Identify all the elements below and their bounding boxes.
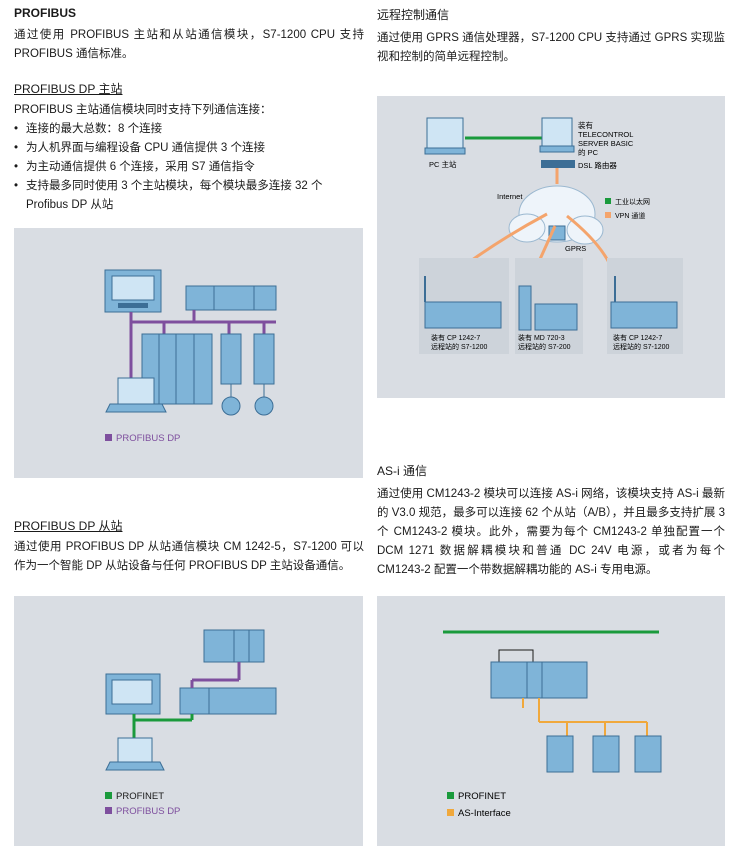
remote-section: 远程控制通信 通过使用 GPRS 通信处理器，S7-1200 CPU 支持通过 … <box>377 6 725 67</box>
remote-text: 通过使用 GPRS 通信处理器，S7-1200 CPU 支持通过 GPRS 实现… <box>377 32 725 63</box>
asi-legend-asi: AS-Interface <box>458 808 511 819</box>
dp-master-legend: PROFIBUS DP <box>116 433 180 444</box>
dp-slave-diagram: PROFINET PROFIBUS DP <box>14 596 363 846</box>
asi-section: AS-i 通信 通过使用 CM1243-2 模块可以连接 AS-i 网络，该模块… <box>377 462 725 580</box>
pc-server-label-3: SERVER BASIC <box>578 139 634 148</box>
dp-slave-legend-profibus: PROFIBUS DP <box>116 806 180 817</box>
remote-illustration: PC 主站 装有 TELECONTROL SERVER BASIC 的 PC D… <box>419 117 683 354</box>
list-item: 支持最多同时使用 3 个主站模块，每个模块最多连接 32 个 Profibus … <box>14 177 364 215</box>
profibus-title: PROFIBUS <box>14 6 77 20</box>
remote-diagram: PC 主站 装有 TELECONTROL SERVER BASIC 的 PC D… <box>377 96 725 398</box>
asi-title: AS-i 通信 <box>377 464 428 478</box>
pc-server-label-4: 的 PC <box>578 147 599 157</box>
station1-label-a: 装有 CP 1242-7 <box>431 333 480 342</box>
station3-label-a: 装有 CP 1242-7 <box>613 333 662 342</box>
list-item: 为人机界面与编程设备 CPU 通信提供 3 个连接 <box>14 139 364 158</box>
asi-text: 通过使用 CM1243-2 模块可以连接 AS-i 网络，该模块支持 AS-i … <box>377 488 725 576</box>
pc-server-label-1: 装有 <box>578 120 593 130</box>
dp-slave-legend-profinet: PROFINET <box>116 791 164 802</box>
dp-master-section: PROFIBUS DP 主站 PROFIBUS 主站通信模块同时支持下列通信连接… <box>14 80 364 215</box>
dp-slave-title: PROFIBUS DP 从站 <box>14 519 123 533</box>
remote-title: 远程控制通信 <box>377 8 450 22</box>
dsl-label: DSL 路由器 <box>578 160 617 170</box>
asi-legend-profinet: PROFINET <box>458 791 506 802</box>
dp-master-list: 连接的最大总数：8 个连接 为人机界面与编程设备 CPU 通信提供 3 个连接 … <box>14 120 364 215</box>
dp-slave-illustration: PROFINET PROFIBUS DP <box>105 629 277 817</box>
dp-slave-section: PROFIBUS DP 从站 通过使用 PROFIBUS DP 从站通信模块 C… <box>14 517 364 576</box>
gprs-label: GPRS <box>565 244 586 253</box>
station2-label-a: 装有 MD 720-3 <box>518 333 565 342</box>
station2-label-b: 远程站的 S7-200 <box>518 342 571 351</box>
asi-diagram: PROFINET AS-Interface <box>377 596 725 846</box>
list-item: 为主动通信提供 6 个连接，采用 S7 通信指令 <box>14 158 364 177</box>
profibus-section: PROFIBUS 通过使用 PROFIBUS 主站和从站通信模块，S7-1200… <box>14 6 364 64</box>
list-item: 连接的最大总数：8 个连接 <box>14 120 364 139</box>
station3-label-b: 远程站的 S7-1200 <box>613 342 670 351</box>
dp-master-intro: PROFIBUS 主站通信模块同时支持下列通信连接： <box>14 104 272 116</box>
dp-master-title: PROFIBUS DP 主站 <box>14 82 123 96</box>
profibus-text: 通过使用 PROFIBUS 主站和从站通信模块，S7-1200 CPU 支持 P… <box>14 29 364 60</box>
dp-master-diagram: PROFIBUS DP <box>14 228 363 478</box>
dp-slave-text: 通过使用 PROFIBUS DP 从站通信模块 CM 1242-5，S7-120… <box>14 541 364 572</box>
asi-illustration: PROFINET AS-Interface <box>443 630 662 819</box>
legend-eth: 工业以太网 <box>615 197 650 206</box>
station1-label-b: 远程站的 S7-1200 <box>431 342 488 351</box>
dp-master-illustration: PROFIBUS DP <box>104 269 277 444</box>
internet-label: Internet <box>497 192 523 201</box>
legend-vpn: VPN 通道 <box>615 211 645 220</box>
pc-master-label: PC 主站 <box>429 159 457 169</box>
pc-server-label-2: TELECONTROL <box>578 130 633 139</box>
